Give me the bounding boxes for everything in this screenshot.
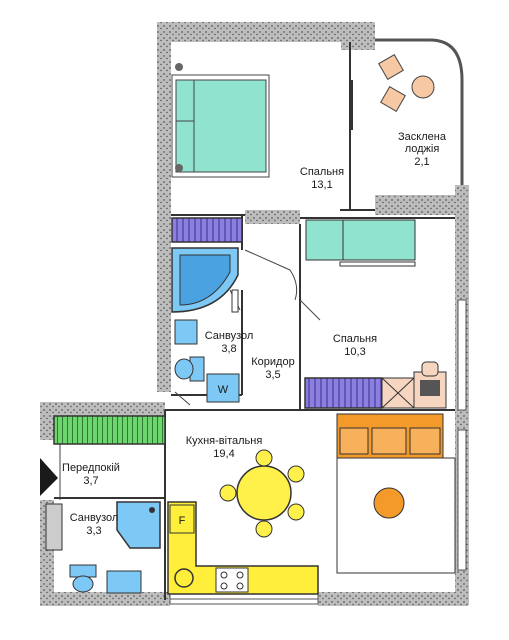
bath-cabinet: [45, 503, 63, 551]
coffee-table: [373, 487, 405, 519]
fridge-label: F: [179, 515, 186, 527]
loggia-chairs: [378, 54, 435, 112]
washer-label: W: [218, 384, 229, 396]
dining-table: [219, 449, 305, 538]
bedroom-second-name: Спальня: [333, 333, 377, 345]
shoe-cabinet: [53, 415, 166, 445]
bathtub-corner: [171, 247, 239, 313]
bathroom-small-name: Санвузол: [70, 512, 119, 524]
bedroom-main-name: Спальня: [300, 166, 344, 178]
sink-main: [174, 319, 198, 345]
desk-area: [381, 361, 447, 409]
sofa: [336, 413, 444, 459]
bathroom-main-name: Санвузол: [205, 330, 254, 342]
corridor-name: Коридор: [251, 356, 294, 368]
kitchen-living-name: Кухня-вітальня: [186, 435, 263, 447]
toilet-main: [174, 356, 205, 382]
shower-tray: [116, 501, 161, 549]
vestibule-name: Передпокій: [62, 462, 120, 474]
wardrobe-second: [304, 377, 383, 409]
washer-box: W: [206, 373, 240, 403]
room-labels: Спальня 13,1 Засклена лоджія 2,1 Санвузо…: [62, 131, 447, 537]
loggia-name-1: Засклена: [398, 131, 447, 143]
entrance-marker: [40, 458, 58, 496]
door-arcs: [59, 249, 321, 500]
bedroom-main-area: 13,1: [311, 179, 332, 191]
toilet-small: [69, 564, 97, 593]
loggia-area: 2,1: [414, 156, 429, 168]
bedroom-second-area: 10,3: [344, 346, 365, 358]
loggia-name-2: лоджія: [405, 143, 440, 155]
rug: [336, 457, 456, 574]
kitchen-living-area: 19,4: [213, 448, 234, 460]
sink-small: [106, 570, 142, 594]
outer-walls: [40, 22, 469, 606]
bathroom-main-area: 3,8: [221, 343, 236, 355]
wardrobe-bedroom: [171, 217, 243, 243]
bathroom-small-area: 3,3: [86, 525, 101, 537]
kitchen-counter: F: [167, 501, 319, 595]
shower-glass: [231, 289, 239, 313]
single-bed: [305, 219, 416, 267]
double-bed: [171, 63, 270, 178]
vestibule-area: 3,7: [83, 475, 98, 487]
corridor-area: 3,5: [265, 369, 280, 381]
